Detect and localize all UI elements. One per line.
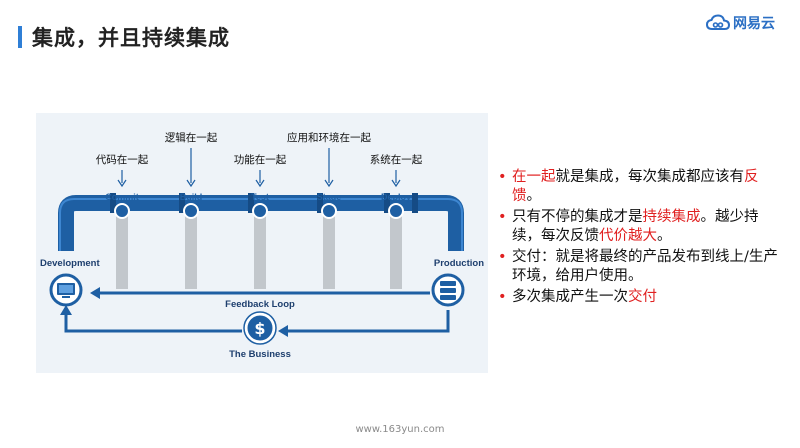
pillar [116,211,128,289]
pipe-joint [179,193,185,213]
bullet-item: 交付：就是将最终的产品发布到线上/生产环境，给用户使用。 [498,248,778,286]
stage-label-stage: Stage [317,192,342,202]
annotation-function: 功能在一起 [234,153,287,166]
valve [114,203,130,219]
bullet-text: 多次集成产生一次 [512,289,628,305]
feedback-loop-label: Feedback Loop [225,299,295,310]
annotation-app-env: 应用和环境在一起 [287,131,371,144]
highlight-text: 交付 [628,289,657,305]
bullet-text: 只有不停的集成才是 [512,209,643,225]
pillar [185,211,197,289]
annotation-logic: 逻辑在一起 [165,131,218,144]
bullet-item: 只有不停的集成才是持续集成。越少持续，每次反馈代价越大。 [498,208,778,246]
stage-label-build: Build [180,192,203,202]
pipe-joint [248,193,254,213]
server-icon [431,273,465,307]
main-pipe-highlight [59,198,463,251]
dollar-sign: $ [254,319,265,338]
ci-pipeline-diagram: Commit Build Test Stage Deploy 代码在一起 逻辑在… [36,113,488,373]
arrow-head [391,179,401,188]
pipe-joint [317,193,323,213]
highlight-text: 反馈 [512,169,759,204]
arrow-head [255,179,265,188]
arrow-head [90,287,100,299]
bullet-text: 。越少持续，每次反馈 [512,209,759,244]
valve [183,203,199,219]
pipe-joint [412,193,418,213]
bullet-text: 。 [526,188,542,204]
cloud-icon [706,14,730,30]
development-label: Development [40,258,100,269]
stage-label-test: Test [251,192,269,202]
highlight-text: 代价越大 [599,228,657,244]
logo-text: 网易云 [733,16,775,32]
valve [321,203,337,219]
arrow-head [186,179,196,188]
pillar [390,211,402,289]
pipe-joint [384,193,390,213]
annotation-system: 系统在一起 [370,153,423,166]
pillar [254,211,266,289]
annotation-code: 代码在一起 [96,154,149,166]
arrow-head [324,179,334,188]
business-loop-right [286,310,450,333]
production-label: Production [434,258,484,269]
page-title: 集成，并且持续集成 [32,26,230,50]
computer-icon [49,273,83,307]
bullet-item: 多次集成产生一次交付 [498,288,778,307]
pillar [323,211,335,289]
bullet-text: 交付：就是将最终的产品发布到线上/生产环境，给用户使用。 [512,249,778,284]
valve [388,203,404,219]
highlight-text: 在一起 [512,169,556,185]
netease-cloud-logo: 网易云 [706,13,775,33]
arrow-head [278,325,288,337]
footer-url: www.163yun.com [355,424,445,435]
highlight-text: 持续集成 [642,209,701,225]
bullet-text: 。 [657,228,672,244]
bullet-text: 就是集成，每次集成都应该有 [555,169,745,185]
arrow-head [117,179,127,188]
valve [252,203,268,219]
business-label: The Business [229,349,291,360]
stage-label-commit: Commit [105,192,139,202]
bullet-list: 在一起就是集成，每次集成都应该有反馈。 只有不停的集成才是持续集成。越少持续，每… [498,168,778,309]
business-loop-left [64,313,242,333]
pipeline-svg: Commit Build Test Stage Deploy 代码在一起 逻辑在… [40,131,484,360]
pipe-joint [110,193,116,213]
stage-label-deploy: Deploy [381,192,411,202]
title-accent-bar [18,26,22,48]
bullet-item: 在一起就是集成，每次集成都应该有反馈。 [498,168,778,206]
main-pipe [58,195,464,251]
arrow-head [60,305,72,315]
dollar-icon: $ [243,311,277,345]
